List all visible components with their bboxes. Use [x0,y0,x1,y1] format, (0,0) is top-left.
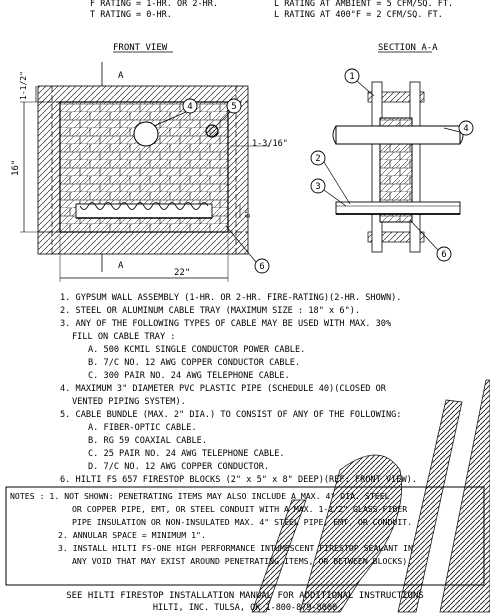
section-callout-4-label: 4 [463,124,468,134]
section-marker-top: A [118,71,124,81]
header-right-line-2: L RATING AT 400°F = 2 CFM/SQ. FT. [274,10,443,20]
watermark-stroke-1 [251,499,307,613]
section-callout-6-label: 6 [441,250,446,260]
dim-tray-height: 6" [244,210,252,218]
front-callout-5 [226,98,242,114]
section-callout-2-label: 2 [315,154,320,164]
note-6: 6. HILTI FS 657 FIRESTOP BLOCKS (2" x 5"… [60,475,417,485]
note-3c: C. 300 PAIR NO. 24 AWG TELEPHONE CABLE. [88,371,290,381]
note-4: 4. MAXIMUM 3" DIAMETER PVC PLASTIC PIPE … [60,384,387,394]
note-5c: C. 25 PAIR NO. 24 AWG TELEPHONE CABLE. [88,449,285,459]
box-note-1-cont-b: PIPE INSULATION OR NON-INSULATED MAX. 4"… [72,517,412,527]
section-marker-bottom: A [118,261,124,271]
note-2: 2. STEEL OR ALUMINUM CABLE TRAY (MAXIMUM… [60,306,360,316]
section-callout-6-leader [409,219,439,251]
dim-top-offset: 1-1/2" [19,71,28,100]
note-3-cont: FILL ON CABLE TRAY : [72,332,175,342]
front-callout-6 [254,258,270,274]
footer-line-1: SEE HILTI FIRESTOP INSTALLATION MANUAL F… [66,591,424,601]
pvc-pipe-section [335,125,461,145]
cable-fill-front [79,202,209,210]
pvc-pipe [133,121,159,147]
cable-bundle [205,124,219,138]
header-left-line-1: F RATING = 1-HR. OR 2-HR. [90,0,218,9]
note-4-cont: VENTED PIPING SYSTEM). [72,397,186,407]
section-callout-1 [344,68,360,84]
front-view-title: FRONT VIEW [113,43,168,53]
box-note-1-cont-a: OR COPPER PIPE, EMT, OR STEEL CONDUIT WI… [72,504,407,514]
section-callout-3-label: 3 [315,182,320,192]
box-note-3: 3. INSTALL HILTI FS-ONE HIGH PERFORMANCE… [58,543,413,553]
section-callout-3 [310,178,326,194]
section-callout-4-leader [443,127,461,133]
note-5a: A. FIBER-OPTIC CABLE. [88,423,197,433]
note-5d: D. 7/C NO. 12 AWG COPPER CONDUCTOR. [88,462,269,472]
front-callout-4 [182,98,198,114]
watermark-stroke-2 [299,454,403,613]
section-callout-2 [310,150,326,166]
notes-list: 1. GYPSUM WALL ASSEMBLY (1-HR. OR 2-HR. … [60,293,417,485]
front-callout-6-label: 6 [259,262,264,272]
note-3b: B. 7/C NO. 12 AWG COPPER CONDUCTOR CABLE… [88,358,300,368]
front-callout-4-leader [153,111,187,127]
section-board-bottom [367,231,425,243]
section-callout-1-leader [356,80,375,97]
header-left-line-2: T RATING = 0-HR. [90,10,172,20]
note-3: 3. ANY OF THE FOLLOWING TYPES OF CABLE M… [60,319,392,329]
box-note-2: 2. ANNULAR SPACE = MINIMUM 1". [58,530,206,540]
notes-box-text: NOTES : 1. NOT SHOWN: PENETRATING ITEMS … [10,491,413,566]
note-5: 5. CABLE BUNDLE (MAX. 2" DIA.) TO CONSIS… [60,410,401,420]
dim-cable-gap: 1-3/16" [252,139,288,149]
dim-width: 22" [174,268,190,278]
front-callout-6-leader [225,225,257,263]
section-callout-2-leader [323,161,351,205]
note-3a: A. 500 KCMIL SINGLE CONDUCTOR POWER CABL… [88,345,305,355]
dim-height: 16" [11,160,21,176]
watermark-stroke-4 [439,379,490,613]
box-note-1: NOTES : 1. NOT SHOWN: PENETRATING ITEMS … [10,491,390,501]
note-1: 1. GYPSUM WALL ASSEMBLY (1-HR. OR 2-HR. … [60,293,401,303]
watermark-stroke-3 [397,399,463,613]
front-callout-4-label: 4 [187,102,192,112]
footer-line-2: HILTI, INC. TULSA, OK 1-800-879-8000 [153,603,337,613]
front-callout-5-leader [215,111,231,127]
front-callout-5-label: 5 [231,102,236,112]
header-right-line-1: L RATING AT AMBIENT = 5 CFM/SQ. FT. [274,0,453,9]
section-callout-6 [436,246,452,262]
box-note-3-cont: ANY VOID THAT MAY EXIST AROUND PENETRATI… [72,556,412,566]
pvc-pipe-section-end-left [332,125,337,145]
section-board-top [367,91,425,103]
cable-tray-section [335,201,461,215]
section-callout-4 [458,120,474,136]
section-callout-3-leader [323,189,347,207]
section-view-title: SECTION A-A [378,43,438,53]
note-5b: B. RG 59 COAXIAL CABLE. [88,436,207,446]
watermark [251,379,490,613]
section-callout-1-label: 1 [349,72,354,82]
